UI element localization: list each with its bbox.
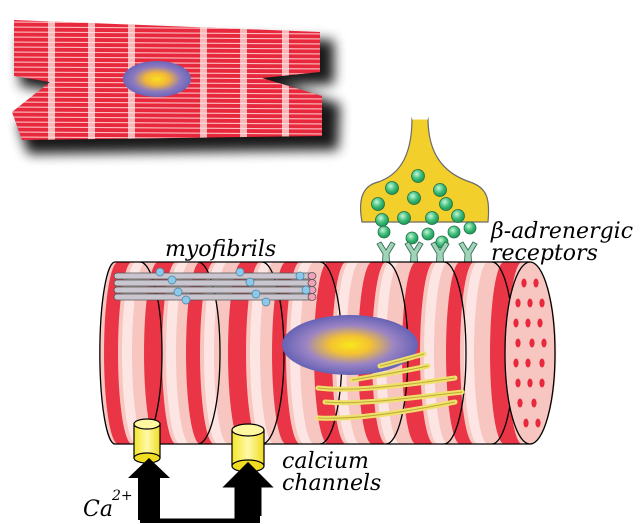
receptor bbox=[458, 241, 478, 269]
fiber-cross-section bbox=[504, 261, 556, 445]
myofibril-bead bbox=[301, 285, 311, 295]
myofibril-cross-section bbox=[525, 318, 531, 328]
myofibril-cross-section bbox=[523, 418, 529, 428]
myofibril-cross-section bbox=[515, 338, 521, 348]
calcium-label-line1: calcium bbox=[282, 449, 369, 474]
receptors-label-line1: β-adrenergic bbox=[490, 219, 633, 244]
myofibril-strand bbox=[113, 293, 313, 301]
myofibril-bead bbox=[167, 275, 177, 285]
myofibril-cross-section bbox=[527, 298, 533, 308]
myofibril-bundle bbox=[113, 267, 317, 307]
fiber-stripe bbox=[228, 262, 260, 444]
myofibril-cross-section bbox=[539, 358, 545, 368]
vesicle bbox=[411, 169, 425, 183]
sarcomere-boundary bbox=[443, 262, 467, 444]
cell-nucleus bbox=[123, 61, 191, 97]
myofibril-cross-section bbox=[525, 358, 531, 368]
ion-label: Ca bbox=[83, 497, 113, 522]
vesicle bbox=[439, 197, 453, 211]
sarcomere-boundary bbox=[197, 262, 221, 444]
vesicle bbox=[433, 183, 447, 197]
released-vesicle bbox=[447, 225, 461, 239]
vesicle bbox=[397, 211, 411, 225]
vesicle bbox=[375, 213, 389, 227]
myofibril-cross-section bbox=[533, 278, 539, 288]
terminal-bulb bbox=[359, 117, 490, 223]
myofibril-cross-section bbox=[515, 378, 521, 388]
myofibril-strand bbox=[113, 279, 313, 287]
myofibril-bead bbox=[155, 267, 165, 277]
released-vesicle bbox=[463, 221, 477, 235]
vesicle bbox=[407, 191, 421, 205]
calcium-channel-left bbox=[133, 418, 161, 464]
myofibril-strand bbox=[113, 272, 313, 280]
vesicle bbox=[371, 197, 385, 211]
nerve-terminal bbox=[359, 116, 490, 249]
myofibril-bead bbox=[181, 295, 191, 305]
cross-section-myofibrils bbox=[513, 278, 547, 428]
myofibril-bead bbox=[245, 277, 255, 287]
fiber-stripe bbox=[186, 262, 214, 444]
released-vesicle bbox=[421, 227, 435, 241]
myofibril-cross-section bbox=[531, 398, 537, 408]
calcium-influx-arrows bbox=[128, 458, 274, 523]
myofibril-cross-section bbox=[529, 338, 535, 348]
myofibril-cross-section bbox=[541, 338, 547, 348]
myofibrils-label: myofibrils bbox=[165, 237, 276, 262]
calcium-label-line2: channels bbox=[282, 471, 381, 496]
myofibril-cross-section bbox=[515, 298, 521, 308]
receptors-label-line2: receptors bbox=[491, 241, 598, 266]
myofibril-cross-section bbox=[521, 278, 527, 288]
myofibril-cross-section bbox=[513, 358, 519, 368]
vesicle bbox=[425, 211, 439, 225]
fiber-stripe bbox=[446, 262, 474, 444]
receptor bbox=[430, 241, 450, 269]
released-vesicle bbox=[405, 231, 419, 245]
myofibril-bead bbox=[173, 287, 183, 297]
myofibril-cross-section bbox=[513, 318, 519, 328]
ion-charge-label: 2+ bbox=[111, 488, 133, 504]
myofibril-cross-section bbox=[517, 398, 523, 408]
vesicle bbox=[385, 181, 399, 195]
myofibril-bead bbox=[295, 271, 305, 281]
myofibril-cross-section bbox=[539, 298, 545, 308]
neurotransmitter-vesicles bbox=[371, 169, 477, 249]
myofibril-bead bbox=[235, 267, 245, 277]
myofibril-cross-section bbox=[539, 378, 545, 388]
myofibril-bead bbox=[251, 289, 261, 299]
receptor bbox=[376, 241, 396, 269]
vesicle bbox=[451, 209, 465, 223]
myofibril-cross-section bbox=[535, 418, 541, 428]
released-vesicle bbox=[377, 225, 391, 239]
sr-outline bbox=[317, 353, 463, 419]
fiber-stripe bbox=[144, 262, 176, 444]
myofibril-strand bbox=[113, 286, 313, 294]
beta-adrenergic-receptors bbox=[376, 241, 478, 269]
calcium-channel-right bbox=[231, 423, 265, 473]
fiber-stripe bbox=[104, 262, 132, 444]
muscle-fiber bbox=[99, 261, 557, 445]
myofibril-bead bbox=[261, 297, 271, 307]
fiber-nucleus bbox=[282, 315, 418, 375]
receptor bbox=[404, 241, 424, 269]
sarcomere-boundary bbox=[261, 262, 285, 444]
isolated-cardiomyocyte bbox=[12, 20, 340, 154]
myofibril-cross-section bbox=[527, 378, 533, 388]
myofibril-cross-section bbox=[537, 318, 543, 328]
